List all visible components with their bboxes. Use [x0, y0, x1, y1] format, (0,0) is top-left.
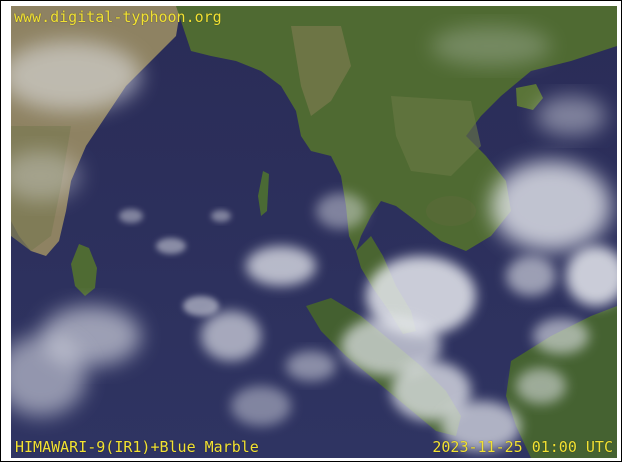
andaman-islands — [258, 171, 269, 216]
timestamp-label: 2023-11-25 01:00 UTC — [432, 438, 613, 456]
hainan-island — [516, 84, 543, 110]
satellite-source-label: HIMAWARI-9(IR1)+Blue Marble — [15, 438, 259, 456]
cloud-cover — [11, 26, 617, 451]
sri-lanka — [71, 244, 97, 296]
satellite-image: www.digital-typhoon.org HIMAWARI-9(IR1)+… — [11, 6, 617, 458]
site-watermark: www.digital-typhoon.org — [14, 8, 222, 26]
satellite-map — [11, 6, 617, 458]
